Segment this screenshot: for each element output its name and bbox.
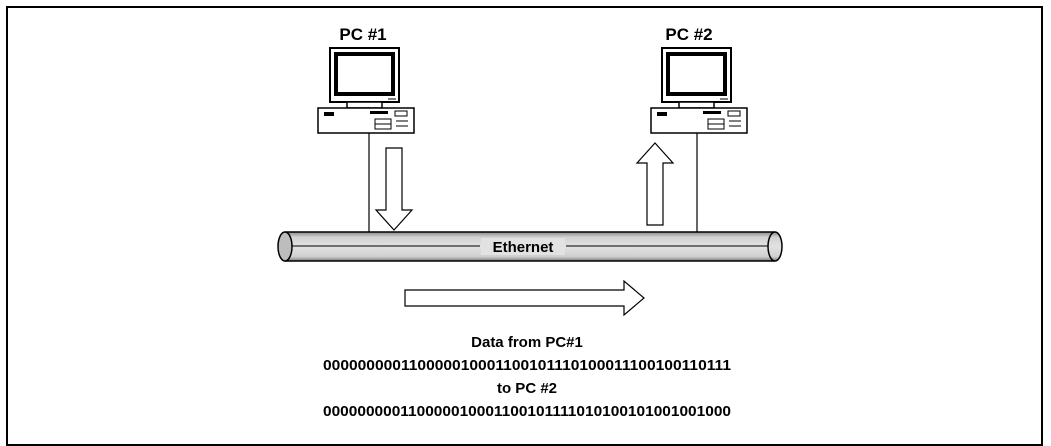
caption-line-1: Data from PC#1 [471,334,583,351]
pc2-monitor-icon [661,47,732,109]
caption-bits-destination: 0000000001100000100011001011110101001010… [323,403,731,420]
ethernet-label: Ethernet [493,239,554,256]
pc2-computer: PC #2 [650,25,748,246]
down-arrow-icon [374,147,414,231]
pc1-label: PC #1 [339,25,386,44]
pc1-computer: PC #1 [317,25,415,246]
right-arrow-icon [404,279,645,317]
pc1-monitor-icon [329,47,400,109]
network-diagram: PC #1 PC #2 [277,25,783,420]
diagram-frame [6,6,1043,446]
up-arrow-icon [635,142,675,226]
pc1-system-unit-icon [317,107,415,134]
caption-bits-source: 0000000001100000100011001011101000111001… [323,357,731,374]
caption-line-3: to PC #2 [497,380,557,397]
data-caption: Data from PC#1 0000000001100000100011001… [323,334,731,420]
pc2-system-unit-icon [650,107,748,134]
pc2-label: PC #2 [665,25,712,44]
ethernet-bus: Ethernet [277,231,783,262]
